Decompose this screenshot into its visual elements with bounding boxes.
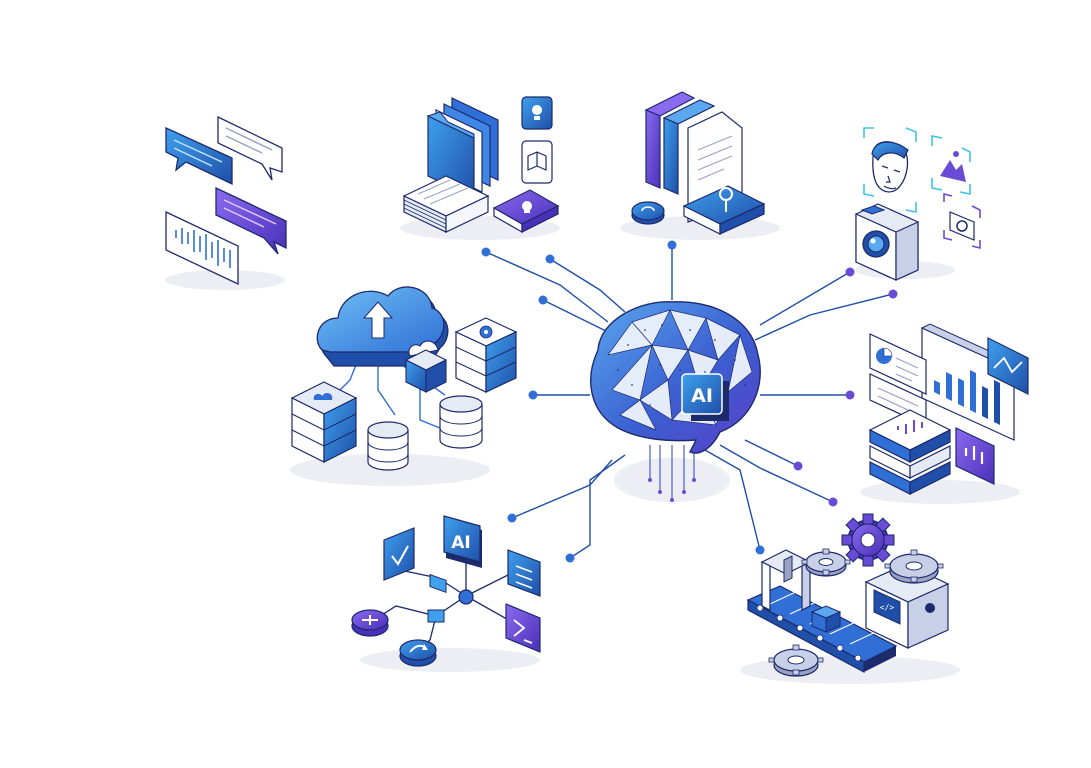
center-ai-label: AI — [691, 385, 713, 407]
cursor-tile — [505, 603, 541, 653]
gear-icon — [841, 513, 895, 567]
automation-factory-cluster: </> — [740, 513, 960, 684]
cloud-storage-cluster — [290, 286, 518, 486]
analytics-dashboard-cluster — [860, 323, 1029, 504]
lightbulb-tile — [521, 96, 553, 130]
camera-icon — [855, 203, 919, 281]
central-ai-brain: AI — [590, 301, 761, 502]
documents-folders-cluster — [400, 96, 560, 240]
robot-gantry — [760, 549, 812, 611]
check-tile — [383, 527, 415, 581]
chat-icon — [217, 115, 283, 181]
add-node-icon — [351, 609, 389, 637]
sync-badge — [631, 201, 665, 225]
code-label: </> — [880, 603, 895, 612]
folder-icon — [426, 97, 499, 199]
report-stack — [868, 409, 952, 495]
workflow-ai-badge: AI — [443, 515, 482, 568]
knowledge-library-cluster — [620, 91, 780, 240]
product-cube — [810, 605, 842, 633]
line-chart-tile — [987, 337, 1029, 395]
gear-server — [454, 317, 518, 393]
camera-target-icon — [943, 192, 981, 250]
center-ai-badge: AI — [681, 373, 729, 421]
cloud-server-small — [404, 340, 448, 393]
chat-bubbles-cluster — [165, 115, 287, 290]
server-stack-left — [290, 381, 358, 463]
vision-recognition-cluster — [855, 127, 981, 281]
database-cylinder-2 — [439, 395, 483, 449]
database-cylinder-1 — [367, 421, 409, 471]
gear-grey-bottom — [768, 644, 824, 677]
gear-grey-right — [884, 549, 944, 584]
image-scan-icon — [931, 135, 971, 195]
book-icon — [644, 91, 716, 195]
workflow-ai-label: AI — [451, 533, 470, 553]
face-scan-icon — [863, 127, 917, 213]
pie-panel — [869, 333, 927, 395]
code-machine: </> — [864, 563, 950, 649]
loop-node-icon — [399, 639, 437, 667]
connector-nodes — [481, 240, 898, 563]
gear-grey-top — [801, 548, 851, 577]
ai-workflow-cluster: AI — [351, 515, 541, 672]
book-tile — [521, 140, 553, 184]
bar-chart-tile — [955, 427, 995, 485]
list-tile — [507, 549, 541, 597]
connector-lines — [329, 245, 894, 559]
